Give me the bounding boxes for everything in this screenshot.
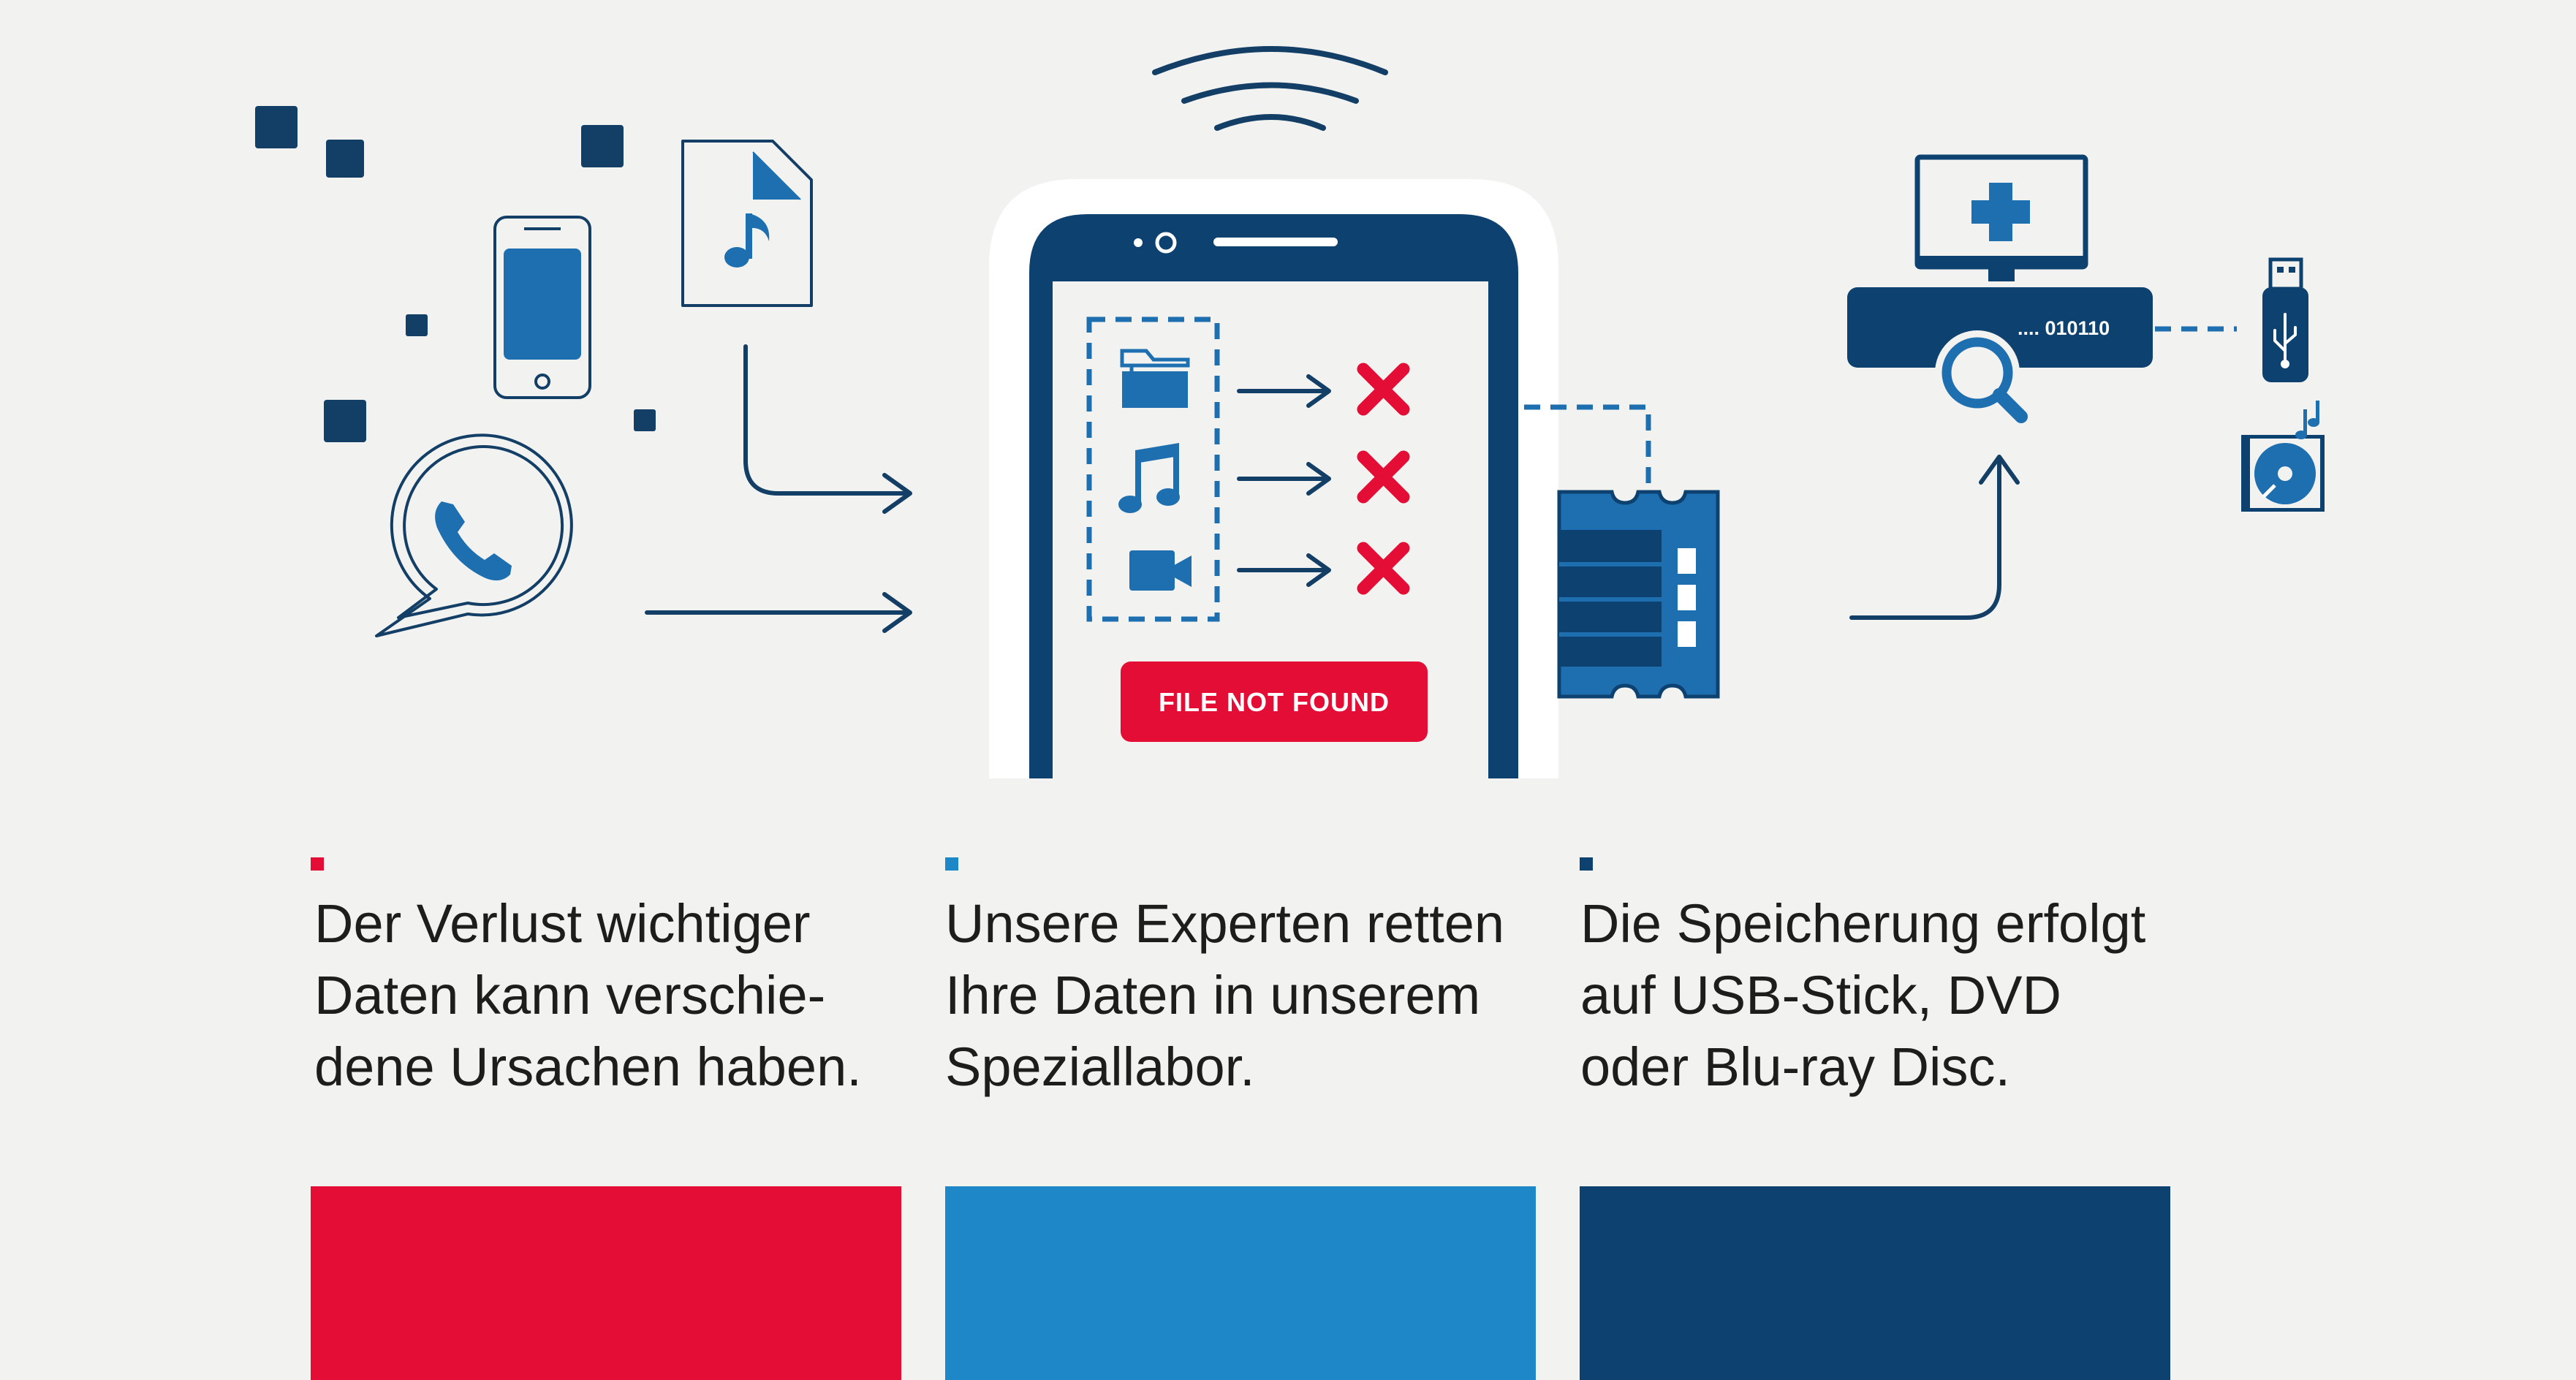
memory-chip-icon xyxy=(1557,490,1720,699)
usb-stick-icon xyxy=(2262,257,2308,382)
file-not-found-label: FILE NOT FOUND xyxy=(1159,687,1390,717)
color-block-light-blue xyxy=(945,1186,1536,1380)
arrow-right xyxy=(1849,455,2020,620)
wifi-icon xyxy=(1152,46,1388,131)
decorative-squares xyxy=(255,106,656,442)
music-note-icon xyxy=(1118,443,1180,513)
recovery-station xyxy=(1847,287,2153,368)
error-x-icons xyxy=(1357,363,1410,595)
column-marker-1 xyxy=(311,857,324,871)
folder-icon xyxy=(1120,349,1190,408)
file-not-found-button-bg xyxy=(1121,661,1428,742)
caption-experts: Unsere Experten retten Ihre Daten in uns… xyxy=(945,893,1505,1097)
whatsapp-icon xyxy=(375,433,573,637)
arrows-left xyxy=(645,344,912,633)
phone-arrows xyxy=(1237,374,1331,587)
caption-data-loss: Der Verlust wichtiger Daten kann verschi… xyxy=(314,893,862,1097)
binary-label: .... 010110 xyxy=(2018,317,2110,339)
file-selection-box xyxy=(1086,316,1220,622)
medical-monitor-icon xyxy=(1914,154,2088,281)
column-marker-3 xyxy=(1580,857,1593,871)
color-block-dark-blue xyxy=(1580,1186,2170,1380)
audio-file-icon xyxy=(681,140,813,307)
error-x-icon xyxy=(1357,542,1410,595)
error-x-icon xyxy=(1357,450,1410,504)
column-marker-2 xyxy=(945,857,958,871)
magnifier-icon xyxy=(1935,330,2028,423)
color-block-red xyxy=(311,1186,901,1380)
dvd-icon xyxy=(2241,401,2325,512)
video-camera-icon xyxy=(1129,550,1192,591)
error-x-icon xyxy=(1357,363,1410,416)
chip-connector xyxy=(1524,404,1651,493)
caption-storage: Die Speicherung erfolgt auf USB-Stick, D… xyxy=(1580,893,2146,1097)
smartphone-icon xyxy=(493,216,591,399)
